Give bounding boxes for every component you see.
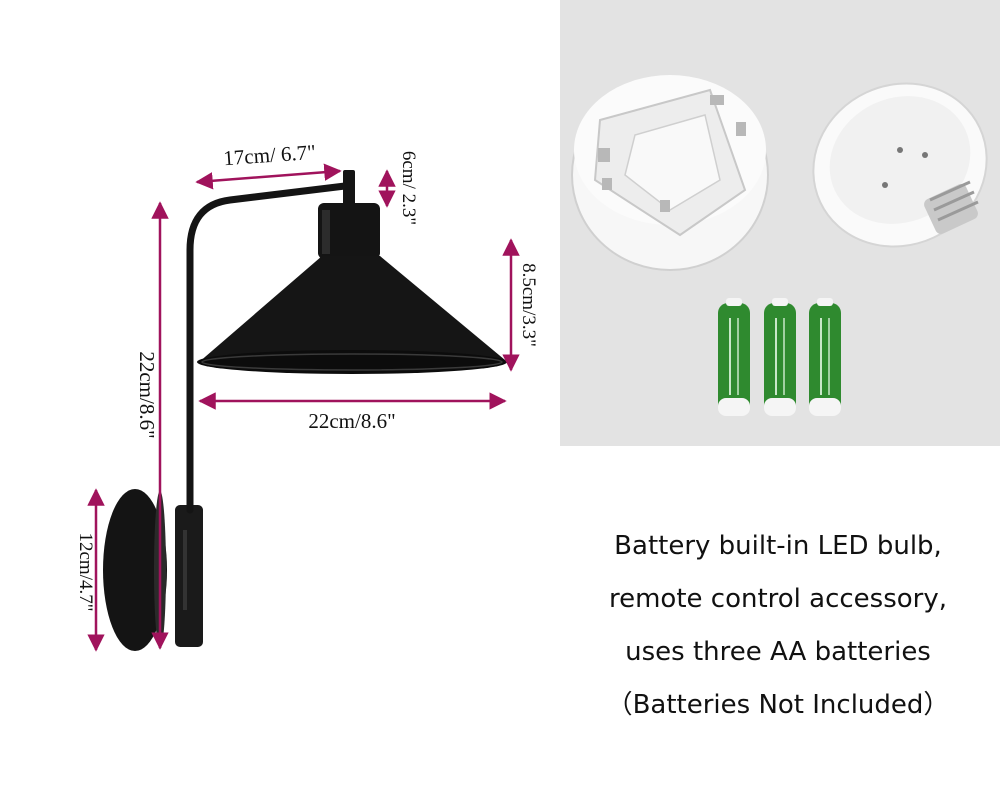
aa-battery-3 (809, 298, 841, 416)
lamp-shade (198, 256, 505, 363)
lamp-shade-rim (197, 350, 507, 374)
wall-base-plate (103, 489, 167, 651)
caption-line-2: remote control accessory, (608, 584, 948, 614)
aa-battery-1 (718, 298, 750, 416)
dim-line-arm (195, 163, 342, 190)
caption-line-3: uses three AA batteries (625, 637, 931, 667)
lamp-top-knob (343, 170, 355, 210)
caption-line-1: Battery built-in LED bulb, (614, 531, 942, 561)
dim-label-overall-height: 22cm/8.6" (135, 351, 159, 438)
product-caption: Battery built-in LED bulb, remote contro… (578, 520, 978, 732)
aa-battery-2 (764, 298, 796, 416)
lamp-arm (186, 182, 349, 514)
dim-label-shade-height: 8.5cm/3.3" (518, 263, 539, 347)
caption-line-4: （Batteries Not Included） (606, 690, 950, 720)
dim-label-shade-diameter: 22cm/8.6" (308, 409, 395, 433)
dim-label-cap: 6cm/ 2.3" (398, 151, 419, 225)
lamp-dimension-drawing: 17cm/ 6.7" 6cm/ 2.3" 8.5cm/3.3" 22cm/8.6… (75, 140, 539, 652)
screw-base-icon (924, 180, 979, 234)
lamp-socket-cap (318, 203, 380, 259)
battery-compartment-photo (571, 75, 988, 416)
dim-label-base: 12cm/4.7" (75, 533, 96, 612)
dim-label-arm: 17cm/ 6.7" (223, 140, 317, 170)
switch-body (175, 505, 203, 647)
battery-photo-panel (560, 0, 1000, 446)
